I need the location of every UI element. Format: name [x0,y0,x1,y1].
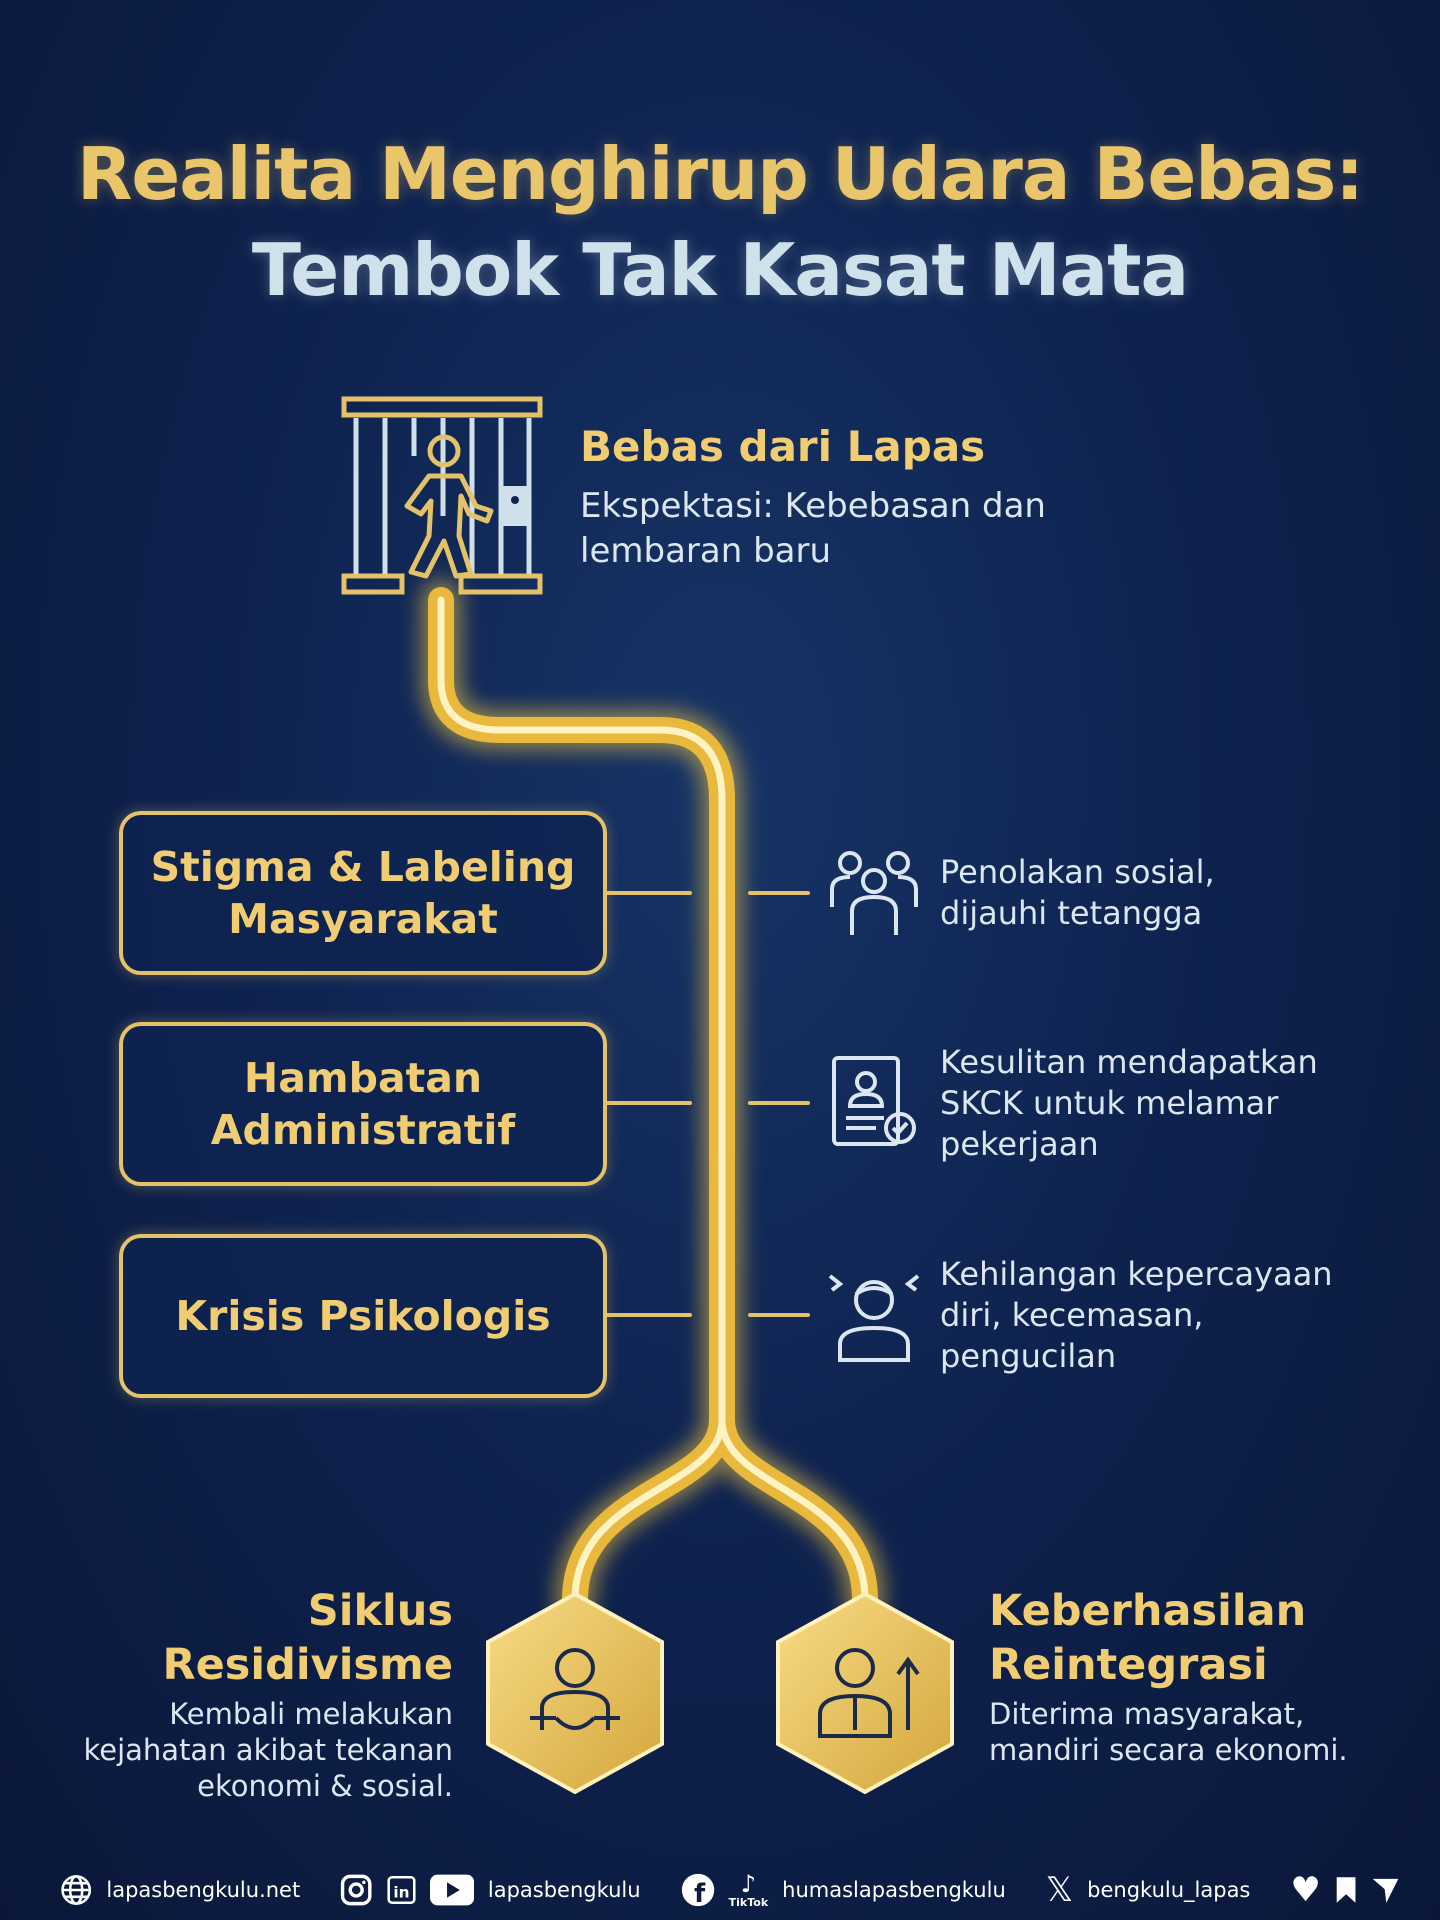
handcuffed-person-icon [486,1591,664,1795]
heart-icon[interactable]: ♥ [1290,1870,1321,1910]
x-handle[interactable]: bengkulu_lapas [1087,1878,1251,1902]
outcome-title: Keberhasilan [989,1586,1307,1636]
desc-line: Kehilangan kepercayaan [940,1255,1333,1293]
outcome-desc: mandiri secara ekonomi. [989,1733,1348,1767]
desc-line: Penolakan sosial, [940,853,1215,891]
barrier-box-psychological: Krisis Psikologis [119,1234,607,1398]
instagram-icon[interactable] [340,1871,372,1909]
facebook-icon[interactable]: f [681,1870,715,1910]
title-line-2: Tembok Tak Kasat Mata [251,228,1189,312]
person-growth-icon [776,1591,954,1795]
youtube-icon[interactable] [429,1872,474,1908]
stressed-person-icon [828,1274,920,1362]
outcome-recidivism: Siklus Residivisme Kembali melakukan kej… [60,1584,453,1804]
globe-icon [61,1875,92,1905]
desc-line: SKCK untuk melamar [940,1084,1279,1122]
tiktok-handle[interactable]: humaslapasbengkulu [782,1878,1006,1902]
svg-text:in: in [393,1884,409,1902]
people-group-icon [830,851,918,935]
social-handle[interactable]: lapasbengkulu [487,1878,641,1902]
barrier-label: Stigma & Labeling [150,843,576,891]
website-link[interactable]: lapasbengkulu.net [106,1878,301,1902]
bookmark-icon[interactable] [1335,1873,1357,1907]
barrier-label: Krisis Psikologis [175,1292,551,1340]
desc-line: dijauhi tetangga [940,894,1203,932]
outcome-desc: Kembali melakukan [169,1697,453,1731]
svg-text:f: f [694,1879,706,1909]
barrier-label: Hambatan [243,1054,483,1102]
desc-line: pengucilan [940,1337,1117,1375]
title-line-1: Realita Menghirup Udara Bebas: [76,132,1364,216]
outcome-reintegration: Keberhasilan Reintegrasi Diterima masyar… [989,1584,1409,1768]
barrier-label: Administratif [210,1106,516,1154]
barrier-label: Masyarakat [228,895,498,943]
start-desc-line: Ekspektasi: Kebebasan dan [580,486,1046,526]
outcome-title: Siklus [307,1586,453,1636]
outcome-desc: ekonomi & sosial. [197,1769,453,1803]
outcome-desc: kejahatan akibat tekanan [83,1733,453,1767]
tiktok-icon[interactable]: ♪TikTok [728,1869,769,1909]
barrier-description-stigma: Penolakan sosial,dijauhi tetangga [940,852,1360,934]
footer: lapasbengkulu.net in lapasbengkulu f ♪Ti… [60,1868,1400,1912]
desc-line: pekerjaan [940,1125,1099,1163]
linkedin-icon[interactable]: in [387,1873,416,1907]
jail-exit-icon [341,396,543,595]
desc-line: Kesulitan mendapatkan [940,1043,1318,1081]
start-desc-line: lembaran baru [580,531,832,571]
x-icon[interactable]: 𝕏 [1045,1870,1074,1910]
desc-line: diri, kecemasan, [940,1296,1204,1334]
start-description: Ekspektasi: Kebebasan dan lembaran baru [580,484,1046,574]
send-icon[interactable] [1371,1873,1400,1907]
outcome-title: Reintegrasi [989,1640,1268,1690]
document-check-icon [832,1056,916,1146]
start-title: Bebas dari Lapas [580,422,986,471]
outcome-title: Residivisme [162,1640,453,1690]
outcome-desc: Diterima masyarakat, [989,1697,1305,1731]
tiktok-label: TikTok [728,1895,769,1909]
